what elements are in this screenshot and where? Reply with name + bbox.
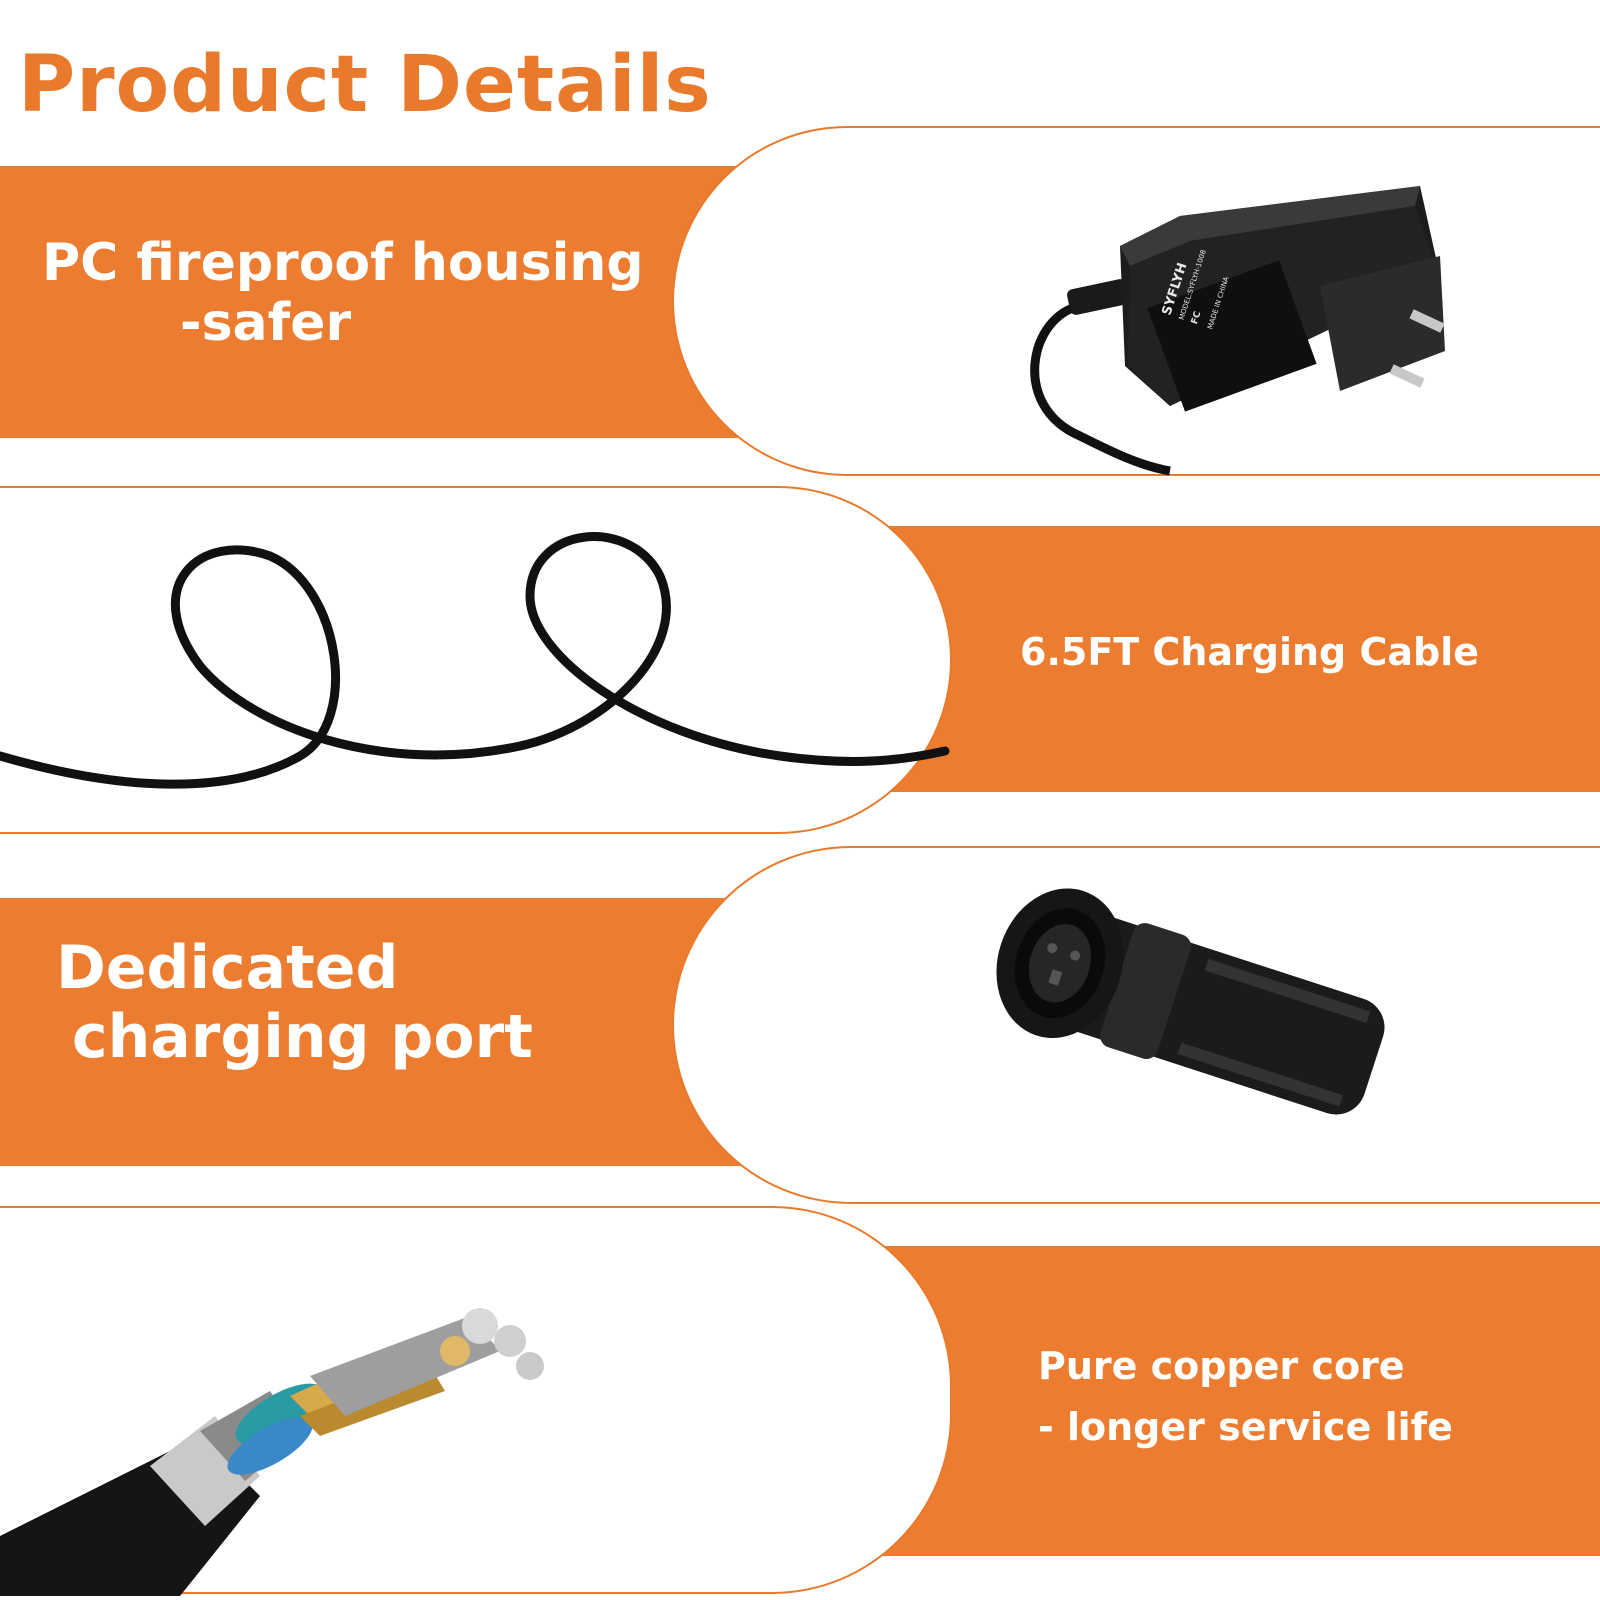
feature-caption: 6.5FT Charging Cable xyxy=(1020,630,1479,675)
caption-line: Dedicated xyxy=(56,933,399,1003)
caption-line: Pure copper core xyxy=(1038,1344,1405,1388)
feature-copper-core: Pure copper core - longer service life xyxy=(0,1206,1600,1600)
feature-caption: PC fireproof housing -safer xyxy=(42,233,644,354)
feature-band xyxy=(0,898,800,1166)
adapter-cert: FC xyxy=(1190,310,1204,326)
coiled-cable-image xyxy=(0,532,950,789)
caption-line: 6.5FT Charging Cable xyxy=(1020,630,1479,674)
feature-band xyxy=(0,166,800,438)
feature-image-panel xyxy=(0,486,952,834)
caption-line: PC fireproof housing xyxy=(42,233,644,293)
caption-line: charging port xyxy=(72,1002,533,1072)
feature-charging-port: Dedicated charging port xyxy=(0,846,1600,1206)
feature-housing: PC fireproof housing -safer SYFLYH MODEL… xyxy=(0,126,1600,478)
page-title: Product Details xyxy=(18,40,712,130)
feature-caption: Dedicated charging port xyxy=(56,934,533,1072)
feature-cable-length: 6.5FT Charging Cable xyxy=(0,486,1600,836)
caption-line: -safer xyxy=(180,292,352,353)
feature-caption: Pure copper core - longer service life xyxy=(1038,1336,1453,1458)
charging-connector-image xyxy=(996,888,1385,1115)
copper-core-cable-image xyxy=(0,1308,544,1596)
power-adapter-image: SYFLYH MODEL:SYFLYH-1008 FC MADE IN CHIN… xyxy=(1030,186,1445,476)
caption-line: - longer service life xyxy=(1038,1404,1453,1449)
